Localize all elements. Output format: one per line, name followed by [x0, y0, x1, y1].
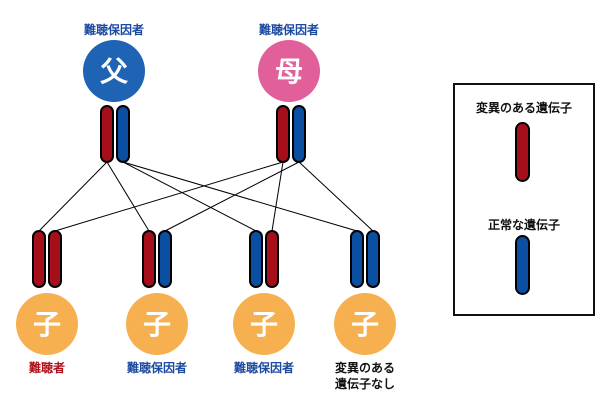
child-circle: [233, 293, 295, 355]
child-circle: [126, 293, 188, 355]
line-mother-child1: [54, 161, 284, 232]
child-circle-text: 子: [351, 308, 379, 341]
mother-circle-text: 母: [275, 55, 303, 88]
child-2-gene-variant: [142, 230, 156, 288]
child-label: 難聴保因者: [127, 360, 187, 375]
child-1-gene-variant: [48, 230, 62, 288]
child-label: 難聴保因者: [234, 360, 294, 375]
line-mother-child4: [298, 161, 374, 232]
father-genes: [100, 105, 130, 163]
mother-gene-variant: [276, 105, 290, 163]
line-father-child2: [106, 161, 150, 232]
child-3-gene-normal: [249, 230, 263, 288]
child-label: 変異のある: [335, 360, 395, 375]
father-gene-variant: [100, 105, 114, 163]
child-label: 難聴者: [29, 360, 65, 375]
legend-box: 変異のある遺伝子 正常な遺伝子: [453, 83, 595, 316]
child-label: 遺伝子なし: [334, 376, 395, 391]
legend-variant-label: 変異のある遺伝子: [476, 100, 572, 115]
legend-normal-label: 正常な遺伝子: [488, 217, 560, 232]
mother-genes: [276, 105, 306, 163]
father-gene-normal: [116, 105, 130, 163]
legend-variant-gene-icon: [515, 122, 530, 182]
child-4-gene-normal: [366, 230, 380, 288]
father-label: 難聴保因者: [84, 22, 144, 37]
father-circle: [83, 40, 145, 102]
line-father-child4: [122, 161, 358, 232]
line-mother-child2: [164, 161, 300, 232]
legend-normal-gene-icon: [515, 235, 530, 295]
child-4-gene-normal: [350, 230, 364, 288]
child-circle: [334, 293, 396, 355]
mother-gene-normal: [292, 105, 306, 163]
mother-group: 難聴保因者 母: [258, 22, 320, 163]
child-circle-text: 子: [33, 308, 61, 341]
child-2-gene-normal: [158, 230, 172, 288]
child-1-gene-variant: [32, 230, 46, 288]
father-circle-text: 父: [100, 55, 129, 88]
child-circle-text: 子: [250, 308, 278, 341]
mother-label: 難聴保因者: [259, 22, 319, 37]
child-circle-text: 子: [143, 308, 171, 341]
child-circle: [16, 293, 78, 355]
line-mother-child3: [271, 161, 284, 232]
inheritance-lines: [38, 161, 374, 232]
line-father-child3: [122, 161, 257, 232]
mother-circle: [258, 40, 320, 102]
child-3-gene-variant: [265, 230, 279, 288]
line-father-child1: [38, 161, 108, 232]
father-group: 難聴保因者 父: [83, 22, 145, 163]
